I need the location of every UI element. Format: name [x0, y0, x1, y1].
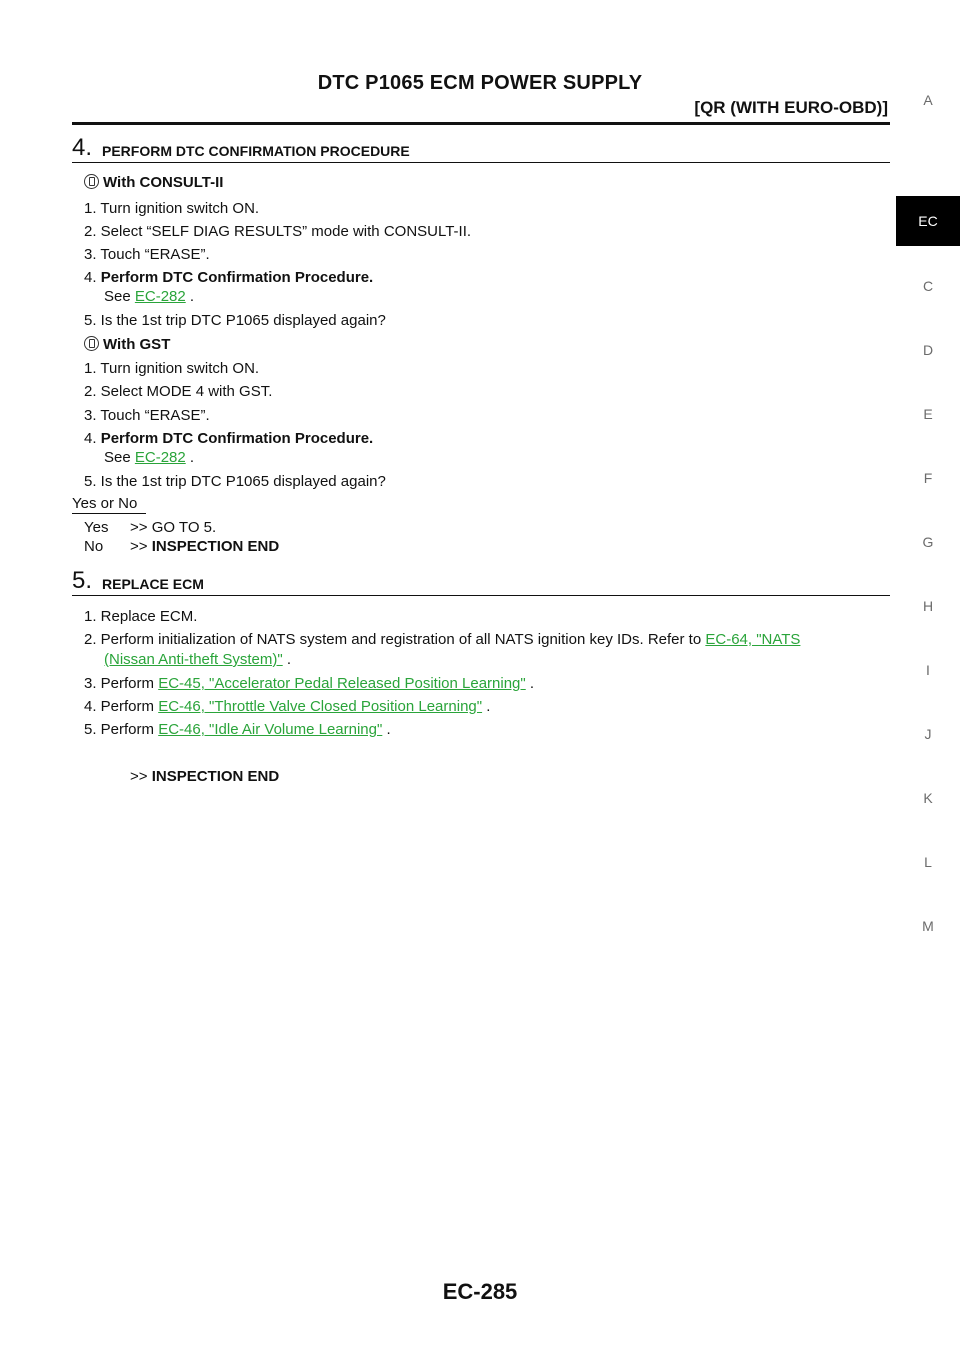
list-item: 2. Select “SELF DIAG RESULTS” mode with … — [84, 223, 472, 240]
list-item: 2. Perform initialization of NATS system… — [84, 631, 801, 648]
page-subtitle: [QR (WITH EURO-OBD)] — [694, 98, 888, 117]
step-title: PERFORM DTC CONFIRMATION PROCEDURE — [102, 143, 410, 159]
tab-k[interactable]: K — [923, 790, 933, 806]
page-number: EC-285 — [442, 1279, 518, 1304]
step-number: 4. — [72, 134, 93, 161]
link-ec-64-nats[interactable]: EC-64, "NATS — [705, 631, 801, 648]
page-title: DTC P1065 ECM POWER SUPPLY — [317, 72, 643, 94]
list-item: 4. Perform DTC Confirmation Procedure. — [84, 269, 374, 286]
tab-d[interactable]: D — [922, 342, 934, 358]
consult-heading: With CONSULT-II — [84, 174, 223, 191]
section-tabs: A EC C D E F G H I J K L M — [896, 0, 960, 1358]
answer-text: >> INSPECTION END — [130, 538, 280, 555]
see-reference: See EC-282 . — [104, 288, 195, 305]
list-item: 2. Select MODE 4 with GST. — [84, 383, 273, 400]
inspection-end: >> INSPECTION END — [130, 768, 280, 785]
step-title: REPLACE ECM — [102, 576, 204, 592]
tab-f[interactable]: F — [923, 470, 933, 486]
gst-heading: With GST — [84, 336, 170, 353]
answer-label: No — [84, 538, 104, 555]
tab-g[interactable]: G — [922, 534, 934, 550]
answer-label: Yes — [84, 519, 109, 536]
yes-no-divider — [72, 513, 146, 514]
step-number: 5. — [72, 567, 93, 594]
list-item: 1. Turn ignition switch ON. — [84, 200, 260, 217]
link-ec-282[interactable]: EC-282 — [134, 288, 186, 305]
step-4-heading: 4. PERFORM DTC CONFIRMATION PROCEDURE — [72, 134, 890, 163]
consult-heading-text: With CONSULT-II — [103, 174, 224, 191]
answer-text: >> GO TO 5. — [130, 519, 217, 536]
consult-icon — [84, 174, 99, 189]
link-ec-64-nats-cont[interactable]: (Nissan Anti-theft System)" — [104, 651, 283, 668]
see-reference: See EC-282 . — [104, 449, 195, 466]
yes-no-question: Yes or No — [72, 495, 138, 512]
tab-l[interactable]: L — [924, 854, 932, 870]
tab-j[interactable]: J — [924, 726, 932, 742]
list-item: 5. Perform EC-46, "Idle Air Volume Learn… — [84, 721, 391, 738]
gst-icon — [84, 336, 99, 351]
tab-a[interactable]: A — [923, 92, 933, 108]
tab-c[interactable]: C — [922, 278, 934, 294]
tab-e[interactable]: E — [923, 406, 933, 422]
list-item: 4. Perform EC-46, "Throttle Valve Closed… — [84, 698, 491, 715]
list-item: 3. Touch “ERASE”. — [84, 246, 210, 263]
link-ec-46-idle[interactable]: EC-46, "Idle Air Volume Learning" — [158, 721, 383, 738]
link-ec-46-throttle[interactable]: EC-46, "Throttle Valve Closed Position L… — [158, 698, 483, 715]
list-item: 3. Perform EC-45, "Accelerator Pedal Rel… — [84, 675, 535, 692]
list-item: 1. Turn ignition switch ON. — [84, 360, 260, 377]
link-ec-45[interactable]: EC-45, "Accelerator Pedal Released Posit… — [158, 675, 526, 692]
header-divider — [72, 122, 890, 125]
tab-i[interactable]: I — [926, 662, 930, 678]
step-5-heading: 5. REPLACE ECM — [72, 567, 890, 596]
tab-ec[interactable]: EC — [896, 196, 960, 246]
link-ec-282[interactable]: EC-282 — [134, 449, 186, 466]
list-item: 3. Touch “ERASE”. — [84, 407, 210, 424]
list-item: 4. Perform DTC Confirmation Procedure. — [84, 430, 374, 447]
tab-h[interactable]: H — [922, 598, 934, 614]
list-item: 1. Replace ECM. — [84, 608, 198, 625]
list-item: 5. Is the 1st trip DTC P1065 displayed a… — [84, 312, 386, 329]
tab-m[interactable]: M — [922, 918, 934, 934]
list-item: 5. Is the 1st trip DTC P1065 displayed a… — [84, 473, 386, 490]
gst-heading-text: With GST — [103, 336, 171, 353]
list-item-continued: (Nissan Anti-theft System)" . — [104, 651, 292, 668]
